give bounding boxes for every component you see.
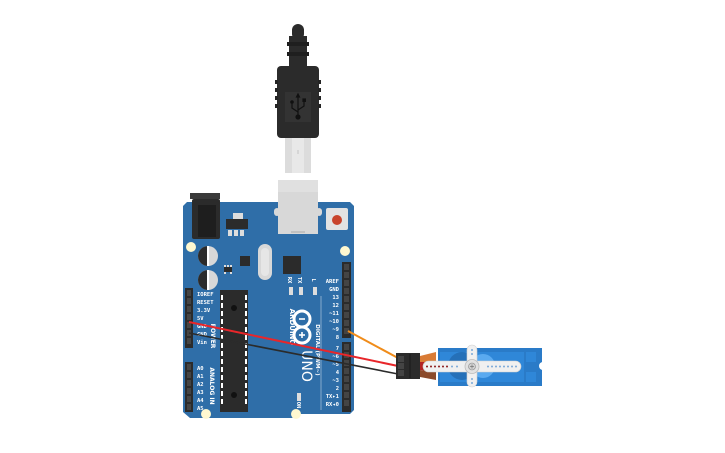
svg-text:12: 12: [332, 303, 339, 309]
svg-text:~5: ~5: [332, 362, 339, 368]
svg-text:A3: A3: [197, 390, 204, 396]
led-on: ON: [295, 393, 301, 408]
usb-chip: [283, 256, 301, 274]
mounting-hole: [201, 409, 211, 419]
digital-header-top: AREF GND 13 12 ~11 ~10 ~9 8: [326, 262, 351, 341]
svg-text:ANALOG IN: ANALOG IN: [208, 367, 215, 404]
analog-header: A0 A1 A2 A3 A4 A5 ANALOG IN: [185, 362, 215, 412]
led-l: L: [310, 278, 317, 295]
brand-label: ARDUINO: [288, 309, 296, 346]
svg-text:L: L: [310, 278, 316, 282]
led-tx: TX: [296, 277, 303, 295]
svg-text:RX◂0: RX◂0: [326, 402, 339, 408]
digital-header-bottom: 7 ~6 ~5 4 ~3 2 TX▸1 RX◂0 DIGITAL (PWM~): [314, 296, 351, 412]
svg-text:7: 7: [336, 346, 339, 352]
svg-text:5V: 5V: [197, 316, 204, 322]
svg-text:A5: A5: [197, 406, 204, 412]
svg-text:A2: A2: [197, 382, 204, 388]
model-label: UNO: [298, 350, 314, 382]
svg-text:13: 13: [332, 295, 339, 301]
mounting-hole: [291, 409, 301, 419]
led-rx: RX: [286, 277, 293, 295]
wires: [188, 321, 399, 375]
wire-ground[interactable]: [188, 332, 399, 375]
arduino-board[interactable]: RX TX L ON ARDUINO UNO: [183, 192, 354, 419]
svg-text:AREF: AREF: [326, 279, 339, 285]
servo-horn[interactable]: [422, 344, 522, 388]
svg-text:Vin: Vin: [197, 340, 207, 346]
atmega-chip: [220, 290, 248, 412]
svg-text:POWER: POWER: [209, 324, 216, 349]
svg-text:~6: ~6: [332, 354, 339, 360]
capacitor: [198, 246, 218, 266]
reset-button[interactable]: [326, 208, 348, 230]
svg-text:~10: ~10: [329, 319, 339, 325]
usb-cable[interactable]: [275, 24, 321, 192]
mounting-hole: [340, 246, 350, 256]
svg-text:RESET: RESET: [197, 300, 214, 306]
svg-text:TX: TX: [296, 277, 302, 284]
svg-text:A0: A0: [197, 366, 204, 372]
transistor: [224, 265, 232, 274]
svg-text:~3: ~3: [332, 378, 339, 384]
svg-text:IOREF: IOREF: [197, 292, 214, 298]
svg-text:GND: GND: [329, 287, 340, 293]
svg-text:A4: A4: [197, 398, 204, 404]
svg-text:RX: RX: [286, 277, 292, 284]
svg-text:~11: ~11: [329, 311, 340, 317]
voltage-regulator: [226, 213, 248, 236]
capacitor: [198, 270, 218, 290]
wire-signal[interactable]: [347, 330, 399, 359]
svg-text:TX▸1: TX▸1: [326, 394, 340, 400]
svg-text:DIGITAL (PWM~): DIGITAL (PWM~): [314, 324, 320, 376]
power-jack: [190, 193, 220, 239]
svg-text:ON: ON: [295, 402, 301, 409]
wire-power[interactable]: [188, 321, 399, 367]
usb-port: [274, 192, 322, 234]
svg-text:4: 4: [336, 370, 340, 376]
svg-text:2: 2: [336, 386, 339, 392]
svg-text:3.3V: 3.3V: [197, 308, 211, 314]
svg-text:A1: A1: [197, 374, 204, 380]
usb-icon: [290, 92, 307, 120]
arduino-logo: [292, 309, 312, 345]
servo-connector: [396, 353, 420, 379]
servo-motor[interactable]: [396, 344, 547, 388]
svg-text:GND: GND: [197, 324, 208, 330]
mounting-hole: [186, 242, 196, 252]
svg-text:8: 8: [336, 335, 339, 341]
small-chip: [240, 256, 250, 266]
svg-text:~9: ~9: [332, 327, 339, 333]
